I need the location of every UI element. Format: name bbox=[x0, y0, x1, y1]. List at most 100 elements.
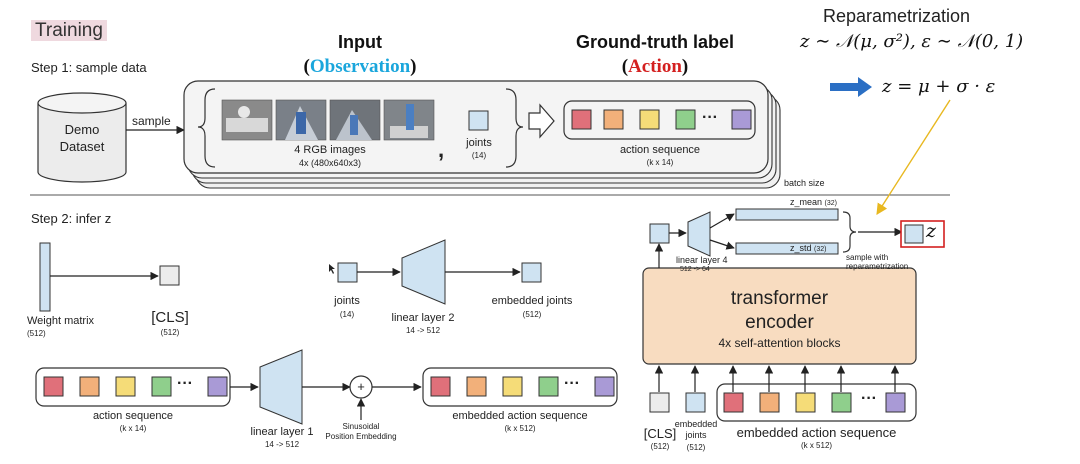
reparam-formula-1: z ∼ 𝒩(μ, σ²), ε ∼ 𝒩(0, 1) bbox=[800, 31, 1024, 52]
demo-label-2: Dataset bbox=[59, 139, 105, 154]
demo-dataset-cylinder bbox=[37, 92, 127, 183]
reparam-title: Reparametrization bbox=[823, 6, 971, 26]
embedded-joints-box bbox=[521, 262, 542, 283]
observation-brace-right bbox=[505, 88, 524, 168]
step1-token-5 bbox=[731, 109, 752, 130]
z-brace bbox=[842, 211, 857, 253]
z-std-label: z_std (32) bbox=[790, 244, 827, 254]
joints-box bbox=[337, 262, 358, 283]
batch-size-label: batch size bbox=[784, 178, 825, 188]
cls-label: [CLS] bbox=[151, 309, 189, 326]
sinusoidal-label-2: Position Embedding bbox=[325, 432, 397, 441]
weight-matrix-dims: (512) bbox=[27, 329, 46, 338]
step1-token-3 bbox=[639, 109, 660, 130]
step1-joints-box bbox=[468, 110, 489, 131]
step1-joints-label: joints bbox=[466, 137, 492, 149]
step1-action-dims: (k x 14) bbox=[646, 158, 674, 167]
encoder-joints-label-2: joints bbox=[685, 430, 707, 440]
step2-ellipsis-a: ··· bbox=[177, 375, 193, 392]
encoder-sequence-label: embedded action sequence bbox=[736, 425, 897, 440]
encoder-joints-label-1: embedded bbox=[674, 419, 718, 429]
encoder-cls-dims: (512) bbox=[650, 442, 670, 451]
step2-embedded-token-4 bbox=[538, 376, 559, 397]
linear-layer-4-trapezoid bbox=[687, 211, 711, 257]
encoder-title-1: transformer bbox=[730, 288, 829, 309]
reparam-arrow bbox=[830, 77, 872, 97]
step2-embedded-sequence-container bbox=[422, 367, 618, 407]
embedded-action-label: embedded action sequence bbox=[452, 410, 588, 422]
weight-matrix-bar bbox=[39, 242, 51, 312]
demo-label-1: Demo bbox=[64, 122, 100, 137]
encoder-title-2: encoder bbox=[745, 312, 814, 333]
z-symbol: z bbox=[926, 220, 937, 242]
cls-dims: (512) bbox=[160, 328, 180, 337]
embedded-joints-label: embedded joints bbox=[491, 295, 573, 307]
z-std-dims: (32) bbox=[814, 246, 827, 253]
step1-action-label: action sequence bbox=[619, 144, 701, 156]
encoder-cls-box bbox=[649, 392, 670, 413]
cls-token-box bbox=[159, 265, 180, 286]
encoder-joints-dims: (512) bbox=[686, 443, 706, 452]
joints-dims: (14) bbox=[339, 310, 355, 319]
images-dims: 4x (480x640x3) bbox=[298, 158, 362, 168]
reparam-connector bbox=[876, 99, 951, 215]
encoder-seq-token-4 bbox=[831, 392, 852, 413]
input-heading: Input bbox=[338, 32, 382, 52]
linear-layer-2-trapezoid bbox=[401, 239, 446, 305]
z-mean-dims: (32) bbox=[824, 200, 837, 207]
z-mean-label: z_mean (32) bbox=[790, 198, 837, 208]
linear1-label: linear layer 1 bbox=[250, 426, 314, 438]
images-label: 4 RGB images bbox=[294, 144, 366, 156]
joints-label: joints bbox=[334, 295, 360, 307]
encoder-ellipsis: ··· bbox=[861, 390, 877, 407]
step2-embedded-token-5 bbox=[594, 376, 615, 397]
linear4-to-zstd-arrow bbox=[709, 239, 735, 250]
step1-ellipsis: ··· bbox=[702, 109, 718, 126]
z-token-box bbox=[904, 224, 924, 244]
linear4-dims: 512 -> 64 bbox=[680, 266, 710, 273]
step2-action-token-1 bbox=[43, 376, 64, 397]
z-std-bar bbox=[735, 242, 839, 255]
encoder-seq-token-5 bbox=[885, 392, 906, 413]
step2-action-dims: (k x 14) bbox=[119, 424, 147, 433]
transformer-encoder-block bbox=[642, 267, 917, 365]
linear4-label: linear layer 4 bbox=[676, 255, 728, 265]
sample-with-label-2: reparametrization bbox=[846, 262, 909, 271]
plus-label: + bbox=[357, 379, 365, 394]
step1-action-sequence-tokens bbox=[571, 109, 752, 130]
encoder-seq-token-3 bbox=[795, 392, 816, 413]
encoder-cls-label: [CLS] bbox=[643, 426, 677, 441]
encoder-input-arrows bbox=[654, 365, 900, 392]
block-arrow bbox=[528, 103, 555, 139]
sample-with-label-1: sample with bbox=[846, 253, 889, 262]
observation-brace-left bbox=[197, 88, 216, 168]
step2-embedded-token-2 bbox=[466, 376, 487, 397]
encoder-joints-box bbox=[685, 392, 706, 413]
observation-heading: (Observation) bbox=[303, 56, 417, 77]
weight-matrix-label: Weight matrix bbox=[27, 315, 95, 327]
step2-embedded-token-3 bbox=[502, 376, 523, 397]
sinusoidal-label-1: Sinusoidal bbox=[342, 422, 380, 431]
encoder-output-box bbox=[649, 223, 670, 244]
batch-stack bbox=[183, 80, 781, 189]
encoder-sequence-tokens bbox=[723, 392, 906, 413]
embedded-joints-dims: (512) bbox=[522, 310, 542, 319]
linear1-dims: 14 -> 512 bbox=[264, 440, 300, 449]
step2-action-token-3 bbox=[115, 376, 136, 397]
reparam-formula-2: z = μ + σ · ε bbox=[882, 76, 996, 97]
step2-action-label: action sequence bbox=[92, 410, 174, 422]
step1-token-2 bbox=[603, 109, 624, 130]
step2-embedded-token-1 bbox=[430, 376, 451, 397]
encoder-seq-token-2 bbox=[759, 392, 780, 413]
linear-layer-1-trapezoid bbox=[259, 349, 303, 425]
linear2-label: linear layer 2 bbox=[391, 312, 455, 324]
encoder-seq-token-1 bbox=[723, 392, 744, 413]
cursor-icon bbox=[329, 264, 335, 274]
z-mean-bar bbox=[735, 208, 839, 221]
encoder-sequence-dims: (k x 512) bbox=[800, 441, 833, 450]
linear2-dims: 14 -> 512 bbox=[405, 326, 441, 335]
sample-label: sample bbox=[132, 114, 171, 128]
step1-action-sequence-container bbox=[563, 100, 756, 140]
